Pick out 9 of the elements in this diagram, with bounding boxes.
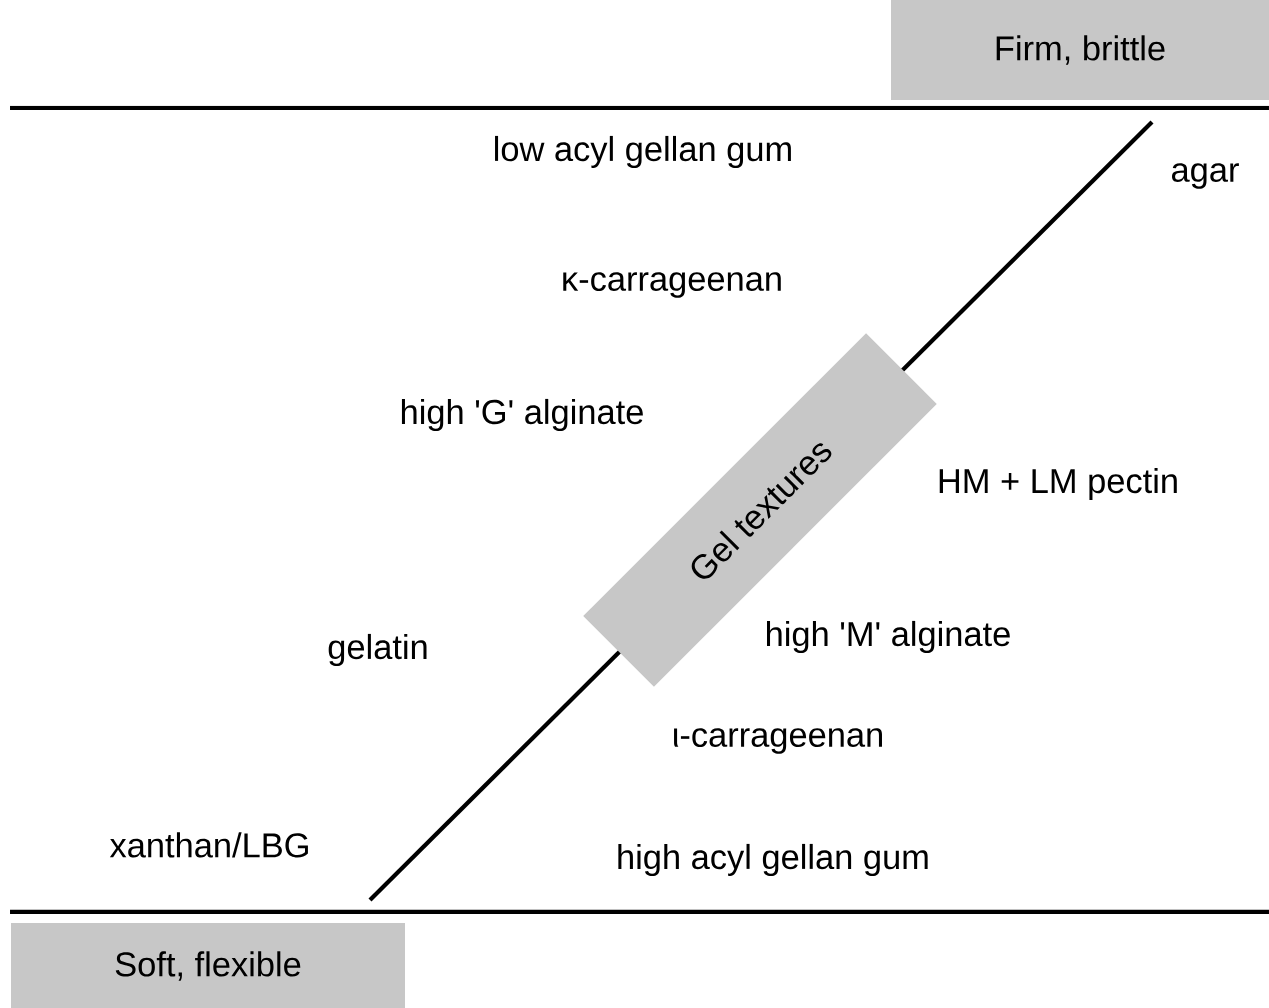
material-label: agar bbox=[1172, 163, 1239, 189]
material-label: κ-carrageenan bbox=[563, 272, 781, 298]
material-label: ι-carrageenan bbox=[674, 728, 882, 754]
material-label: xanthan/LBG bbox=[109, 832, 308, 858]
material-label: gelatin bbox=[328, 633, 427, 667]
shaded-box: Soft, flexible bbox=[11, 923, 405, 1008]
material-label: low acyl gellan gum bbox=[495, 135, 791, 169]
shaded-box: Firm, brittle bbox=[891, 0, 1269, 100]
material-label: high acyl gellan gum bbox=[618, 843, 928, 877]
